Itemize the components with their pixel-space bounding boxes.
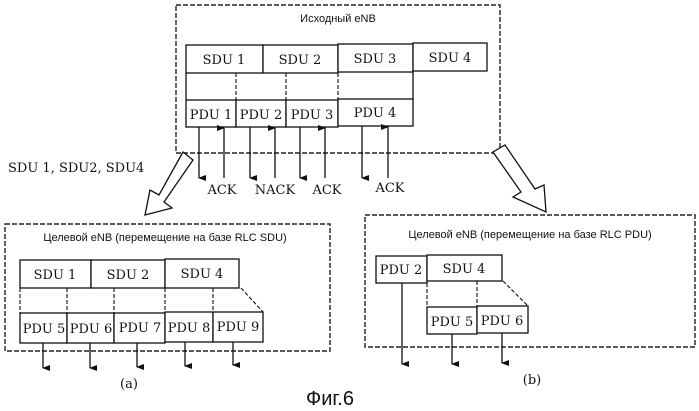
pdu-label: PDU 3: [291, 108, 334, 123]
pdu-label: PDU 7: [119, 321, 162, 336]
ack-label: ACK: [206, 183, 236, 198]
transfer-arrow-left-icon: [145, 152, 193, 215]
nack-label: NACK: [255, 183, 296, 198]
figure-label: Фиг.6: [306, 388, 354, 410]
sdu-label: SDU 1: [34, 268, 77, 283]
target-enb-b-title: Целевой eNB (перемещение на базе RLC PDU…: [408, 229, 651, 241]
pdu-label: PDU 4: [354, 106, 397, 121]
sdu-label: SDU 2: [279, 53, 322, 68]
sdu-label: SDU 4: [443, 262, 486, 277]
caption-a: (a): [120, 377, 138, 392]
pdu-label: PDU 1: [190, 108, 233, 123]
target-enb-b: Целевой eNB (перемещение на базе RLC PDU…: [365, 215, 695, 388]
pdu-label: PDU 8: [168, 321, 211, 336]
pdu-label: PDU 6: [481, 314, 524, 329]
target-enb-a: Целевой eNB (перемещение на базе RLC SDU…: [5, 224, 330, 392]
forwarded-sdus-label: SDU 1, SDU2, SDU4: [8, 161, 144, 176]
sdu-label: SDU 2: [107, 268, 150, 283]
pdu-label: PDU 2: [380, 263, 423, 278]
transfer-arrow-right-icon: [493, 145, 546, 212]
sdu-label: SDU 3: [354, 52, 397, 67]
source-enb-title: Исходный eNB: [300, 13, 376, 25]
pdu-label: PDU 5: [431, 315, 474, 330]
sdu-label: SDU 1: [203, 53, 246, 68]
caption-b: (b): [523, 373, 541, 388]
sdu-label: SDU 4: [429, 51, 472, 66]
pdu-label: PDU 2: [240, 108, 283, 123]
pdu-label: PDU 9: [217, 320, 260, 335]
pdu-label: PDU 5: [23, 322, 66, 337]
pdu-label: PDU 6: [70, 322, 113, 337]
ack-label: ACK: [311, 183, 341, 198]
target-enb-a-title: Целевой eNB (перемещение на базе RLC SDU…: [43, 232, 286, 244]
sdu-label: SDU 4: [181, 267, 224, 282]
source-enb: Исходный eNB SDU 1 SDU 2 SDU 3 SDU 4 PDU…: [176, 5, 500, 198]
ack-label: ACK: [374, 181, 404, 196]
